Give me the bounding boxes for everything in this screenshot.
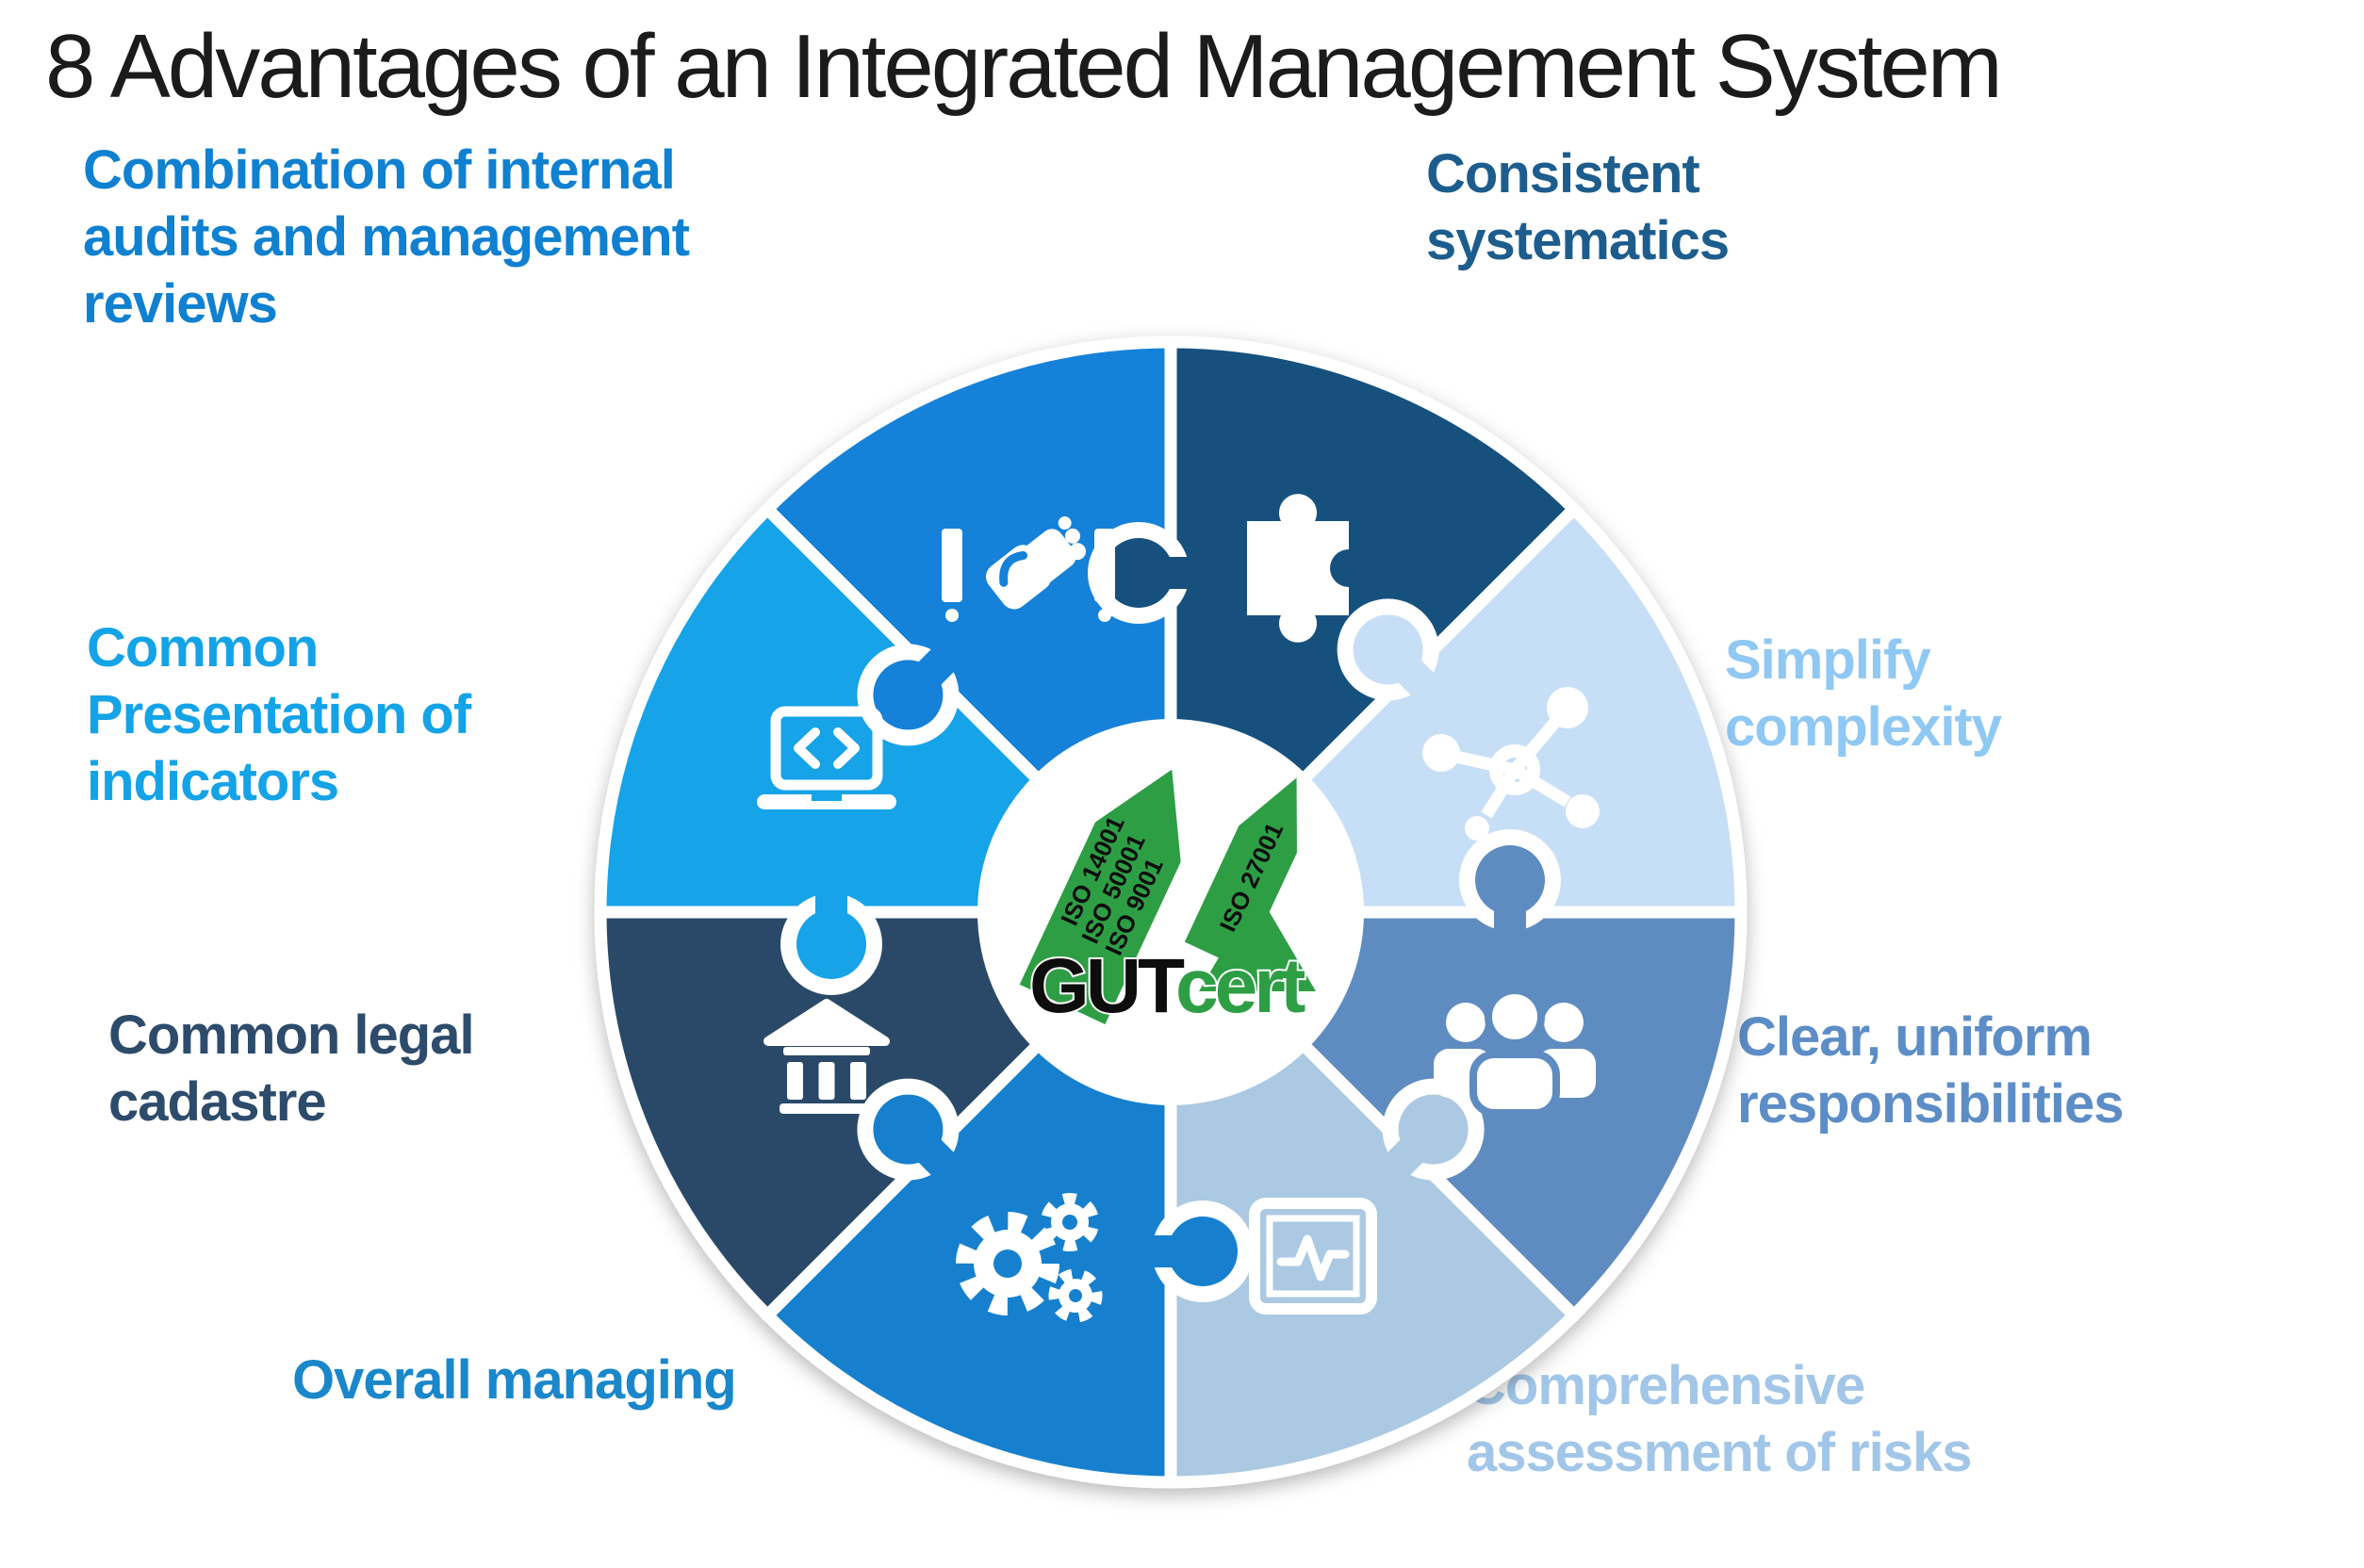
label-clear-responsibilities: Clear, uniform responsibilities	[1737, 1006, 2124, 1135]
gutcert-wordmark: GUTcert	[1029, 943, 1305, 1029]
center-hub: ISO 14001 ISO 50001 ISO 9001 ISO 27001 G…	[977, 719, 1364, 1105]
page-title: 8 Advantages of an Integrated Management…	[45, 16, 2003, 117]
logo-cert-text: cert	[1175, 943, 1305, 1029]
puzzle-knob	[1124, 1200, 1254, 1302]
puzzle-knob	[1459, 829, 1561, 959]
logo-gut-text: GUT	[1029, 943, 1185, 1029]
puzzle-knob	[780, 865, 882, 995]
label-combined-audits: Combination of internal audits and manag…	[83, 139, 690, 335]
team-icon	[1434, 987, 1596, 1117]
iso-ribbon-left: ISO 14001 ISO 50001 ISO 9001	[1019, 769, 1181, 1024]
label-simplify-complexity: Simplify complexity	[1725, 629, 2002, 758]
handshake-icon	[942, 516, 1115, 622]
network-icon	[1422, 687, 1600, 841]
monitor-pulse-icon	[1249, 1198, 1377, 1315]
logo-peak-triangle	[1199, 891, 1316, 991]
puzzle-knob	[857, 1078, 977, 1199]
label-risk-assessment: Comprehensive assessment of risks	[1467, 1355, 1973, 1483]
puzzle-piece-icon	[1247, 494, 1349, 643]
bank-icon	[763, 999, 890, 1114]
puzzle-knob	[1337, 598, 1457, 719]
label-consistent-systematics: Consistent systematics	[1426, 143, 1730, 271]
gutcert-logo: ISO 14001 ISO 50001 ISO 9001 ISO 27001 G…	[1019, 769, 1316, 1031]
puzzle-knob	[1364, 1078, 1485, 1199]
laptop-code-icon	[757, 706, 896, 809]
label-overall-managing: Overall managing	[292, 1349, 737, 1411]
label-legal-cadastre: Common legal cadastre	[108, 1004, 475, 1133]
label-indicator-presentation: Common Presentation of indicators	[87, 617, 471, 812]
